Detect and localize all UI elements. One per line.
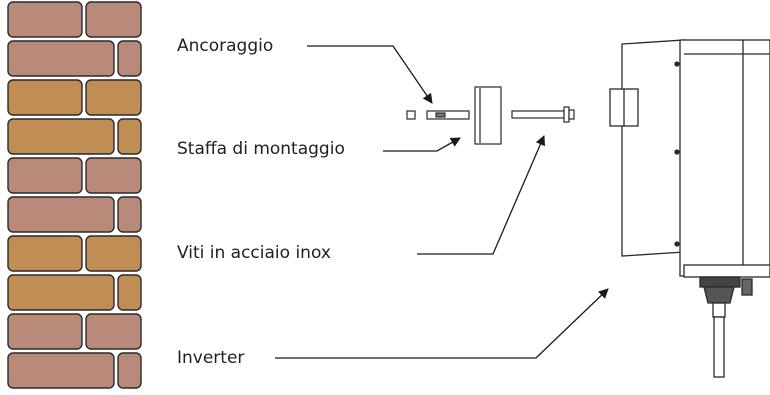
inverter-label: Inverter xyxy=(177,348,245,368)
brick xyxy=(7,40,115,77)
brick xyxy=(7,352,115,389)
brick xyxy=(85,157,142,194)
inverter-leader xyxy=(275,288,609,359)
brick xyxy=(7,313,83,350)
bracket-label: Staffa di montaggio xyxy=(177,139,345,159)
brick xyxy=(7,157,83,194)
brick-wall xyxy=(7,1,142,389)
brick xyxy=(85,235,142,272)
brick xyxy=(85,313,142,350)
brick xyxy=(117,196,142,233)
brick xyxy=(7,79,83,116)
brick xyxy=(117,274,142,311)
brick xyxy=(7,196,115,233)
brick xyxy=(117,40,142,77)
wall-anchor xyxy=(406,110,470,120)
brick xyxy=(7,1,83,38)
anchor-label: Ancoraggio xyxy=(177,36,274,56)
stainless-screw xyxy=(511,106,575,123)
screws-leader xyxy=(417,135,546,255)
screws-label: Viti in acciaio inox xyxy=(177,243,331,263)
brick xyxy=(7,235,83,272)
brick xyxy=(7,274,115,311)
brick xyxy=(7,118,115,155)
bracket-leader xyxy=(383,137,461,152)
inverter-unit xyxy=(609,39,770,378)
brick xyxy=(117,118,142,155)
brick xyxy=(85,79,142,116)
callout-lines xyxy=(275,45,609,359)
brick xyxy=(117,352,142,389)
anchor-leader xyxy=(307,45,433,104)
brick xyxy=(85,1,142,38)
mounting-bracket xyxy=(474,86,502,145)
